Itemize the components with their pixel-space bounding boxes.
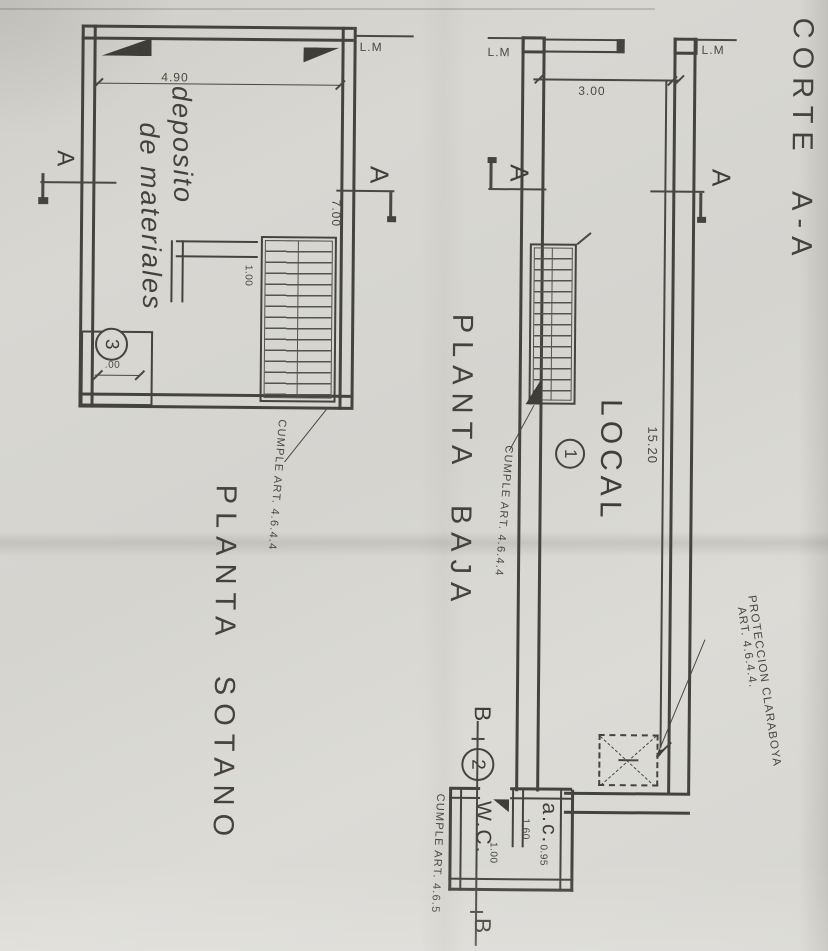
- section-a-foot-sotano-bottom: [38, 197, 49, 205]
- baja-rear-wall: [563, 791, 691, 815]
- section-a-foot-baja-top: [697, 216, 707, 223]
- section-b-tick-right: [470, 910, 484, 913]
- entrance-door-hinge: [616, 39, 625, 54]
- section-a-line-baja-bottom: [488, 188, 547, 191]
- deposito-number-badge: 3: [94, 327, 129, 361]
- block-wall-right: [448, 877, 574, 892]
- lm-label-front-bottom: L.M: [487, 44, 511, 60]
- section-b-tick-left: [471, 737, 485, 740]
- section-a-label-sotano-top: A: [364, 165, 395, 184]
- corte-title: CORTE A-A: [784, 17, 819, 264]
- dim-ac-depth: 1,60: [519, 818, 531, 840]
- wc-door-wedge: [493, 799, 509, 812]
- dim-300-line: [533, 78, 680, 82]
- dim-room3: .00: [104, 359, 121, 371]
- unit-number-badge: 2: [461, 747, 495, 782]
- dim-local-depth: 15.20: [644, 426, 661, 465]
- dim-wc-width: 1.00: [487, 842, 499, 864]
- planta-sotano-title: PLANTA SOTANO: [206, 484, 242, 845]
- deposito-label-line2: de materiales: [133, 122, 168, 311]
- stair-planta-baja: [528, 243, 577, 405]
- dim-front-width: 3.00: [578, 83, 606, 99]
- lm-label-front-top: L.M: [701, 42, 725, 58]
- baja-wall-bottom: [515, 36, 546, 792]
- claraboya-ridge: [618, 759, 639, 761]
- section-a-line-baja-top: [650, 190, 705, 193]
- section-a-label-baja-bottom: A: [504, 164, 535, 182]
- note-cumple-sotano: CUMPLE ART. 4.6.4.4: [265, 418, 288, 551]
- stair-baja-start-tick: [576, 232, 592, 246]
- planta-baja-title: PLANTA BAJA: [443, 313, 479, 610]
- lm-line-front-top: [694, 38, 737, 41]
- baja-wall-top: [667, 37, 697, 795]
- stair-sotano: [259, 236, 337, 403]
- sotano-wall-left: [81, 24, 354, 42]
- cumple-sotano-leader: [284, 406, 329, 463]
- dim-490-line: [95, 82, 340, 86]
- dim-sotano-length: 7.00: [329, 199, 344, 228]
- block-wall-bottom: [448, 788, 463, 891]
- section-a-flag-sotano-top: [389, 192, 393, 219]
- section-a-foot-baja-bottom: [487, 157, 497, 164]
- section-a-label-baja-top: A: [706, 168, 737, 187]
- lm-line-sotano: [355, 34, 414, 37]
- lm-label-sotano: L.M: [359, 39, 383, 55]
- dim-passage: 1.00: [242, 264, 254, 287]
- section-b-label-left: B: [469, 705, 496, 722]
- ac-label: a.c.: [537, 802, 562, 845]
- section-a-flag-baja-bottom: [489, 161, 493, 190]
- section-a-foot-sotano-top: [387, 216, 397, 223]
- note-cumple-wc: CUMPLE ART. 4.6.5: [428, 793, 447, 914]
- section-a-flag-baja-top: [699, 192, 703, 219]
- note-cumple-baja: CUMPLE ART. 4.6.4.4: [492, 444, 515, 577]
- note-proteccion-claraboya: PROTECCION CLARABOYA ART. 4.6.4.4.: [733, 595, 783, 770]
- local-number-badge: 1: [554, 438, 586, 469]
- block-wall-top: [559, 789, 575, 892]
- local-label: LOCAL: [593, 398, 628, 523]
- section-a-line-sotano-bottom: [40, 181, 117, 184]
- dim-1520-line: [660, 79, 668, 748]
- dim-ac-width: 0.95: [537, 844, 549, 867]
- deposito-label: deposito de materiales: [132, 86, 200, 311]
- entrance-door-leaf: [542, 38, 625, 54]
- wall-wedge-lower: [102, 38, 152, 56]
- deposito-label-line1: deposito: [166, 85, 199, 205]
- wall-wedge-upper: [303, 47, 339, 62]
- block-wall-left-lower: [449, 786, 481, 799]
- section-b-label-right: B: [469, 917, 497, 934]
- section-a-label-sotano-bottom: A: [51, 150, 79, 167]
- dim-sotano-width: 4.90: [161, 70, 189, 85]
- lm-line-front-bottom: [487, 36, 524, 39]
